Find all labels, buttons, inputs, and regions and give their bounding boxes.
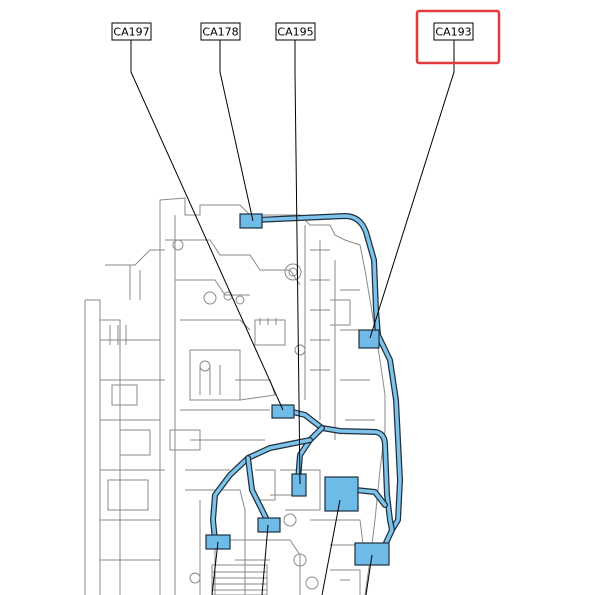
callout-label-ca193: CA193 [435,26,471,39]
highlight-frame-ca193 [415,9,501,65]
leader-mid-left [261,524,269,595]
callout-ca197[interactable]: CA197 [111,22,152,41]
engine-drawing [84,197,386,595]
callout-ca193[interactable]: CA193 [415,9,501,65]
leader-ca195 [294,40,301,485]
wiring-harness [210,213,403,553]
leader-lower-right [365,554,373,595]
connectors [205,213,390,566]
connector-lower-right[interactable] [354,542,390,566]
leader-ca178 [219,40,254,222]
connector-ca193[interactable] [358,329,380,349]
connector-ca178[interactable] [239,213,263,229]
callout-ca178[interactable]: CA178 [200,22,241,41]
callout-label-ca178: CA178 [202,26,238,39]
callout-label-ca195: CA195 [277,26,313,39]
callout-label-ca197: CA197 [113,26,149,39]
leader-large [321,499,341,595]
leader-ca193 [369,40,455,339]
leader-lines [130,40,455,595]
leader-ca197 [130,40,284,411]
leader-lower-left [211,541,219,595]
connector-ca197[interactable] [271,404,295,419]
connector-mid-left[interactable] [257,517,281,533]
connector-large[interactable] [324,476,359,512]
connector-ca195[interactable] [291,473,307,497]
callout-ca195[interactable]: CA195 [275,22,316,41]
